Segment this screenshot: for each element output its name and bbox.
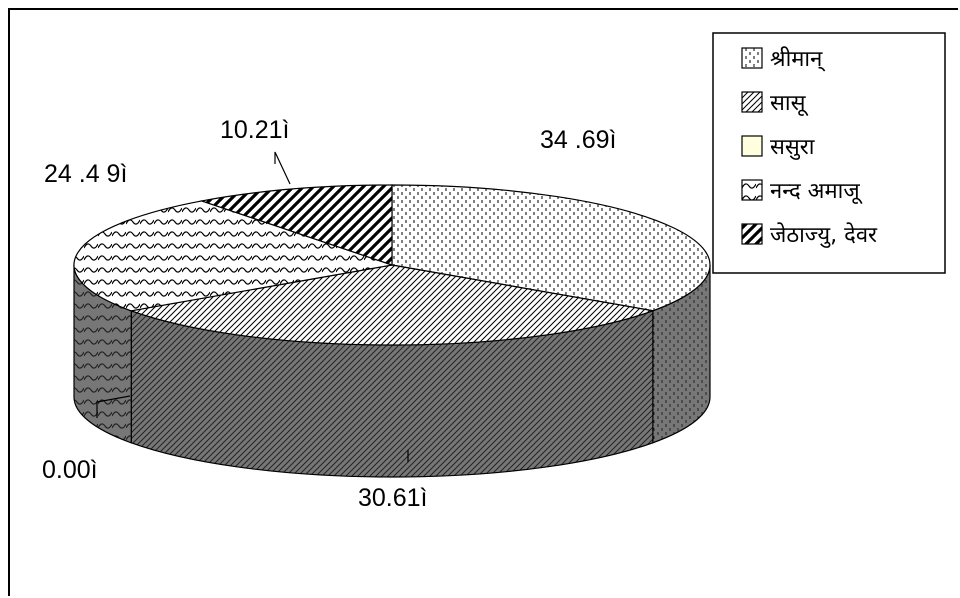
legend-label-4: जेठाज्यु, देवर [770,222,878,248]
leader-line-4 [274,151,291,185]
data-label-3: 24 .4 9ì [44,160,127,188]
legend-swatch-2 [741,135,763,157]
data-label-2: 0.00ì [42,456,98,484]
legend-label-0: श्रीमान् [770,46,825,72]
legend-label-3: नन्द अमाजू [770,179,863,205]
legend-swatch-4 [741,223,763,245]
legend-swatch-3 [741,179,763,201]
legend: श्रीमान् सासू ससुरा नन्द अमाजू जेठाज्यु, देव… [712,32,946,274]
legend-label-2: ससुरा [770,135,815,160]
legend-swatch-1 [741,91,763,113]
legend-swatch-0 [741,47,763,69]
pie-slice-4 [199,184,393,266]
data-label-0: 34 .69ì [540,126,616,154]
data-label-1: 30.61ì [358,484,428,512]
data-label-4: 10.21ì [220,116,290,144]
pie-slice-3 [73,200,393,312]
legend-label-1: सासू [770,91,808,117]
leader-line-2 [96,395,131,418]
pie-slice-0 [391,184,711,312]
pie-slice-1 [128,264,656,346]
chart-frame [8,8,958,596]
